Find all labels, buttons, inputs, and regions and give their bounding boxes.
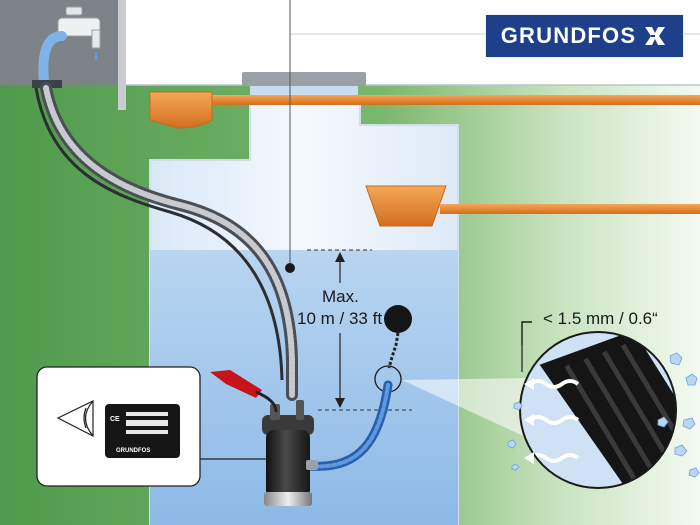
- overflow-pipe: [440, 204, 700, 214]
- tank-lid: [242, 72, 366, 86]
- handle-cable: [255, 390, 278, 413]
- depth-label: 10 m / 33 ft: [297, 309, 383, 328]
- nameplate-bar-3: [126, 430, 168, 434]
- inlet-pipe-elbow: [149, 91, 213, 129]
- overflow-funnel: [365, 185, 447, 227]
- depth-arrow-head-up: [335, 252, 345, 262]
- zoom-circle-border: [519, 331, 677, 489]
- nameplate-bar-1: [126, 412, 168, 416]
- brand-name: GRUNDFOS: [500, 23, 637, 48]
- pump: [262, 400, 318, 506]
- tap-water-stream: [38, 31, 67, 87]
- grundfos-x-icon: [645, 27, 666, 45]
- eye-icon: [56, 400, 94, 437]
- flow-arrows: [524, 378, 534, 464]
- zoom-leader: [402, 378, 532, 440]
- debris-particles: [507, 352, 700, 478]
- suction-hose-rib: [308, 383, 390, 469]
- pump-handle: [210, 370, 262, 398]
- gap-label: < 1.5 mm / 0.6“: [543, 309, 658, 328]
- float-switch: [384, 305, 412, 333]
- max-label: Max.: [322, 287, 359, 306]
- tap-icon: [57, 6, 101, 61]
- inlet-pipe: [210, 95, 700, 105]
- house-wall-edge: [118, 0, 126, 110]
- zoom-filter-detail: [520, 332, 676, 488]
- float-chain: [387, 332, 400, 369]
- power-cable: [34, 87, 284, 381]
- discharge-hose-inner: [43, 85, 295, 398]
- nameplate-brand: GRUNDFOS: [116, 448, 150, 454]
- reference-dot: [285, 263, 295, 273]
- depth-arrow-head-down: [335, 398, 345, 408]
- nameplate-bar-2: [126, 420, 168, 426]
- brand-logo: GRUNDFOS: [485, 14, 684, 58]
- ce-mark: CE: [110, 416, 120, 423]
- gap-bracket: [521, 321, 532, 345]
